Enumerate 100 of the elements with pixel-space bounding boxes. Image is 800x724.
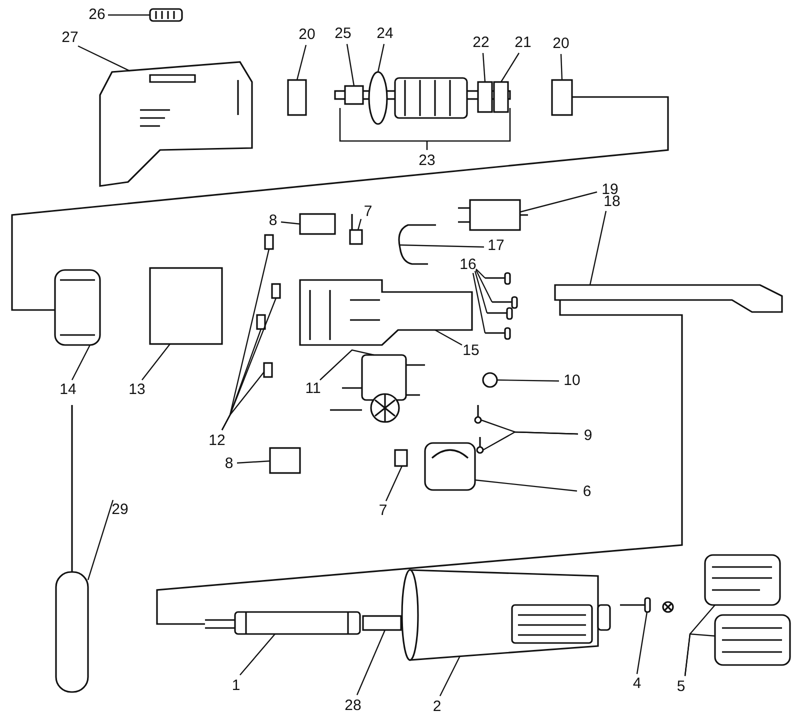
- sleeve-drawing: [344, 85, 364, 105]
- leader-line: [482, 431, 578, 451]
- leader-line: [482, 52, 486, 82]
- bearing-drawing: [551, 79, 573, 116]
- gear-housing-drawing: [299, 279, 473, 346]
- leader-line: [320, 349, 374, 380]
- callout-number: 17: [488, 238, 504, 254]
- callout-number: 4: [632, 676, 642, 692]
- brush-holder-drawing: [269, 447, 301, 474]
- terminal-drawing: [271, 283, 281, 299]
- callout-number: 29: [112, 502, 128, 518]
- callout-number: 7: [378, 503, 388, 519]
- screw-drawing: [620, 597, 651, 613]
- leader-line: [87, 500, 114, 580]
- callout-number: 7: [364, 204, 372, 220]
- grille-drawing: [704, 554, 781, 606]
- switch-rod-drawing: [554, 284, 783, 313]
- callout-number: 16: [460, 257, 476, 273]
- callout-number: 12: [208, 433, 226, 449]
- leader-line: [589, 210, 607, 286]
- leader-line: [472, 272, 486, 334]
- leader-line: [385, 466, 403, 502]
- assembly-line: [156, 300, 683, 625]
- wire-lead-drawing: [398, 224, 436, 265]
- callout-number: 5: [676, 679, 686, 695]
- leader-line: [520, 191, 598, 213]
- callout-number: 10: [564, 373, 580, 389]
- callout-number: 21: [514, 35, 532, 51]
- spring-drawing: [149, 8, 183, 22]
- leader-line: [236, 460, 270, 464]
- screw-drawing: [492, 296, 518, 309]
- leader-line: [356, 630, 386, 696]
- leader-line: [500, 52, 520, 82]
- callout-number: 28: [344, 698, 362, 714]
- leader-line: [296, 44, 307, 80]
- screwdriver-drawing: [55, 405, 89, 693]
- leader-line: [357, 218, 362, 230]
- collar-drawing: [493, 81, 509, 113]
- leader-line: [221, 372, 264, 430]
- leader-line: [684, 633, 716, 676]
- leader-line: [474, 270, 488, 314]
- screw-drawing: [487, 307, 513, 320]
- leader-line: [240, 634, 276, 676]
- leader-line: [71, 344, 91, 380]
- bushing-drawing: [477, 81, 493, 113]
- sleeve-drawing: [149, 267, 223, 345]
- callout-number: 24: [376, 26, 394, 42]
- callout-number: 9: [584, 428, 592, 444]
- screw-drawing: [485, 272, 511, 285]
- assembly-line: [11, 96, 669, 311]
- cap-drawing: [424, 442, 476, 491]
- terminal-drawing: [264, 234, 274, 250]
- callout-number: 18: [604, 194, 620, 210]
- leader-line: [475, 270, 493, 302]
- leader-line: [280, 221, 300, 225]
- screw-drawing: [474, 405, 482, 424]
- leader-line: [560, 54, 563, 80]
- callout-number: 20: [552, 36, 570, 52]
- callout-number: 6: [582, 484, 592, 500]
- screw-drawing: [485, 327, 511, 340]
- leader-line: [434, 329, 462, 346]
- leader-line: [400, 244, 484, 248]
- shaft-drawing: [362, 615, 402, 631]
- brush-drawing: [349, 214, 363, 245]
- leader-line: [346, 44, 355, 86]
- end-cap-drawing: [54, 269, 101, 346]
- leader-line: [476, 268, 486, 278]
- callout-number: 8: [224, 456, 234, 472]
- leader-line: [108, 14, 150, 16]
- field-coil-drawing: [457, 199, 529, 231]
- terminal-drawing: [256, 314, 266, 330]
- callout-number: 20: [298, 27, 316, 43]
- leader-line: [142, 344, 170, 380]
- callout-number: 15: [462, 343, 480, 359]
- callout-number: 2: [432, 699, 442, 715]
- barrel-housing-drawing: [401, 569, 611, 661]
- leader-line: [439, 656, 461, 696]
- fan-drawing: [368, 71, 388, 125]
- callout-number: 13: [128, 382, 146, 398]
- leader-line: [78, 45, 130, 72]
- motor-housing-drawing: [99, 61, 253, 187]
- grille-drawing: [714, 614, 791, 666]
- tube-drawing: [204, 611, 361, 635]
- leader-line: [636, 612, 648, 674]
- terminal-drawing: [263, 362, 273, 378]
- switch-drawing: [329, 354, 426, 423]
- callout-number: 11: [305, 381, 321, 397]
- bearing-drawing: [287, 79, 307, 116]
- screw-drawing: [476, 437, 484, 454]
- leader-line: [377, 44, 385, 72]
- callout-number: 26: [88, 7, 106, 23]
- callout-number: 1: [232, 678, 240, 694]
- callout-number: 14: [60, 382, 76, 398]
- callout-number: 22: [472, 35, 490, 51]
- nut-drawing: [482, 372, 498, 388]
- brush-drawing: [394, 449, 408, 467]
- leader-line: [496, 379, 560, 382]
- callout-number: 23: [418, 153, 436, 169]
- callout-number: 25: [334, 26, 352, 42]
- callout-number: 27: [62, 30, 78, 46]
